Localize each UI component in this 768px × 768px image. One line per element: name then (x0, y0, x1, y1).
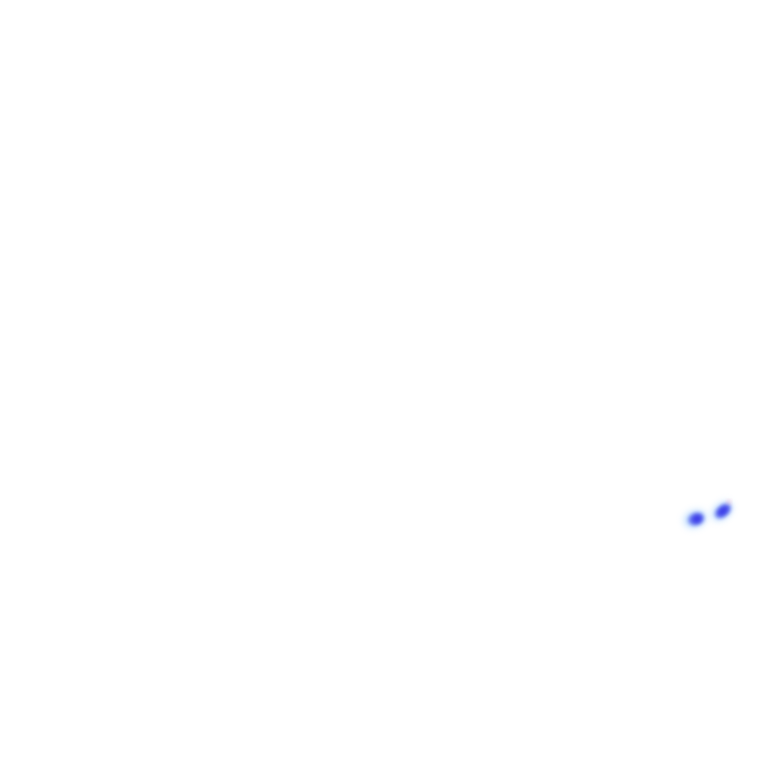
blue-blob-right (711, 500, 733, 521)
blue-blob-left (683, 509, 707, 529)
